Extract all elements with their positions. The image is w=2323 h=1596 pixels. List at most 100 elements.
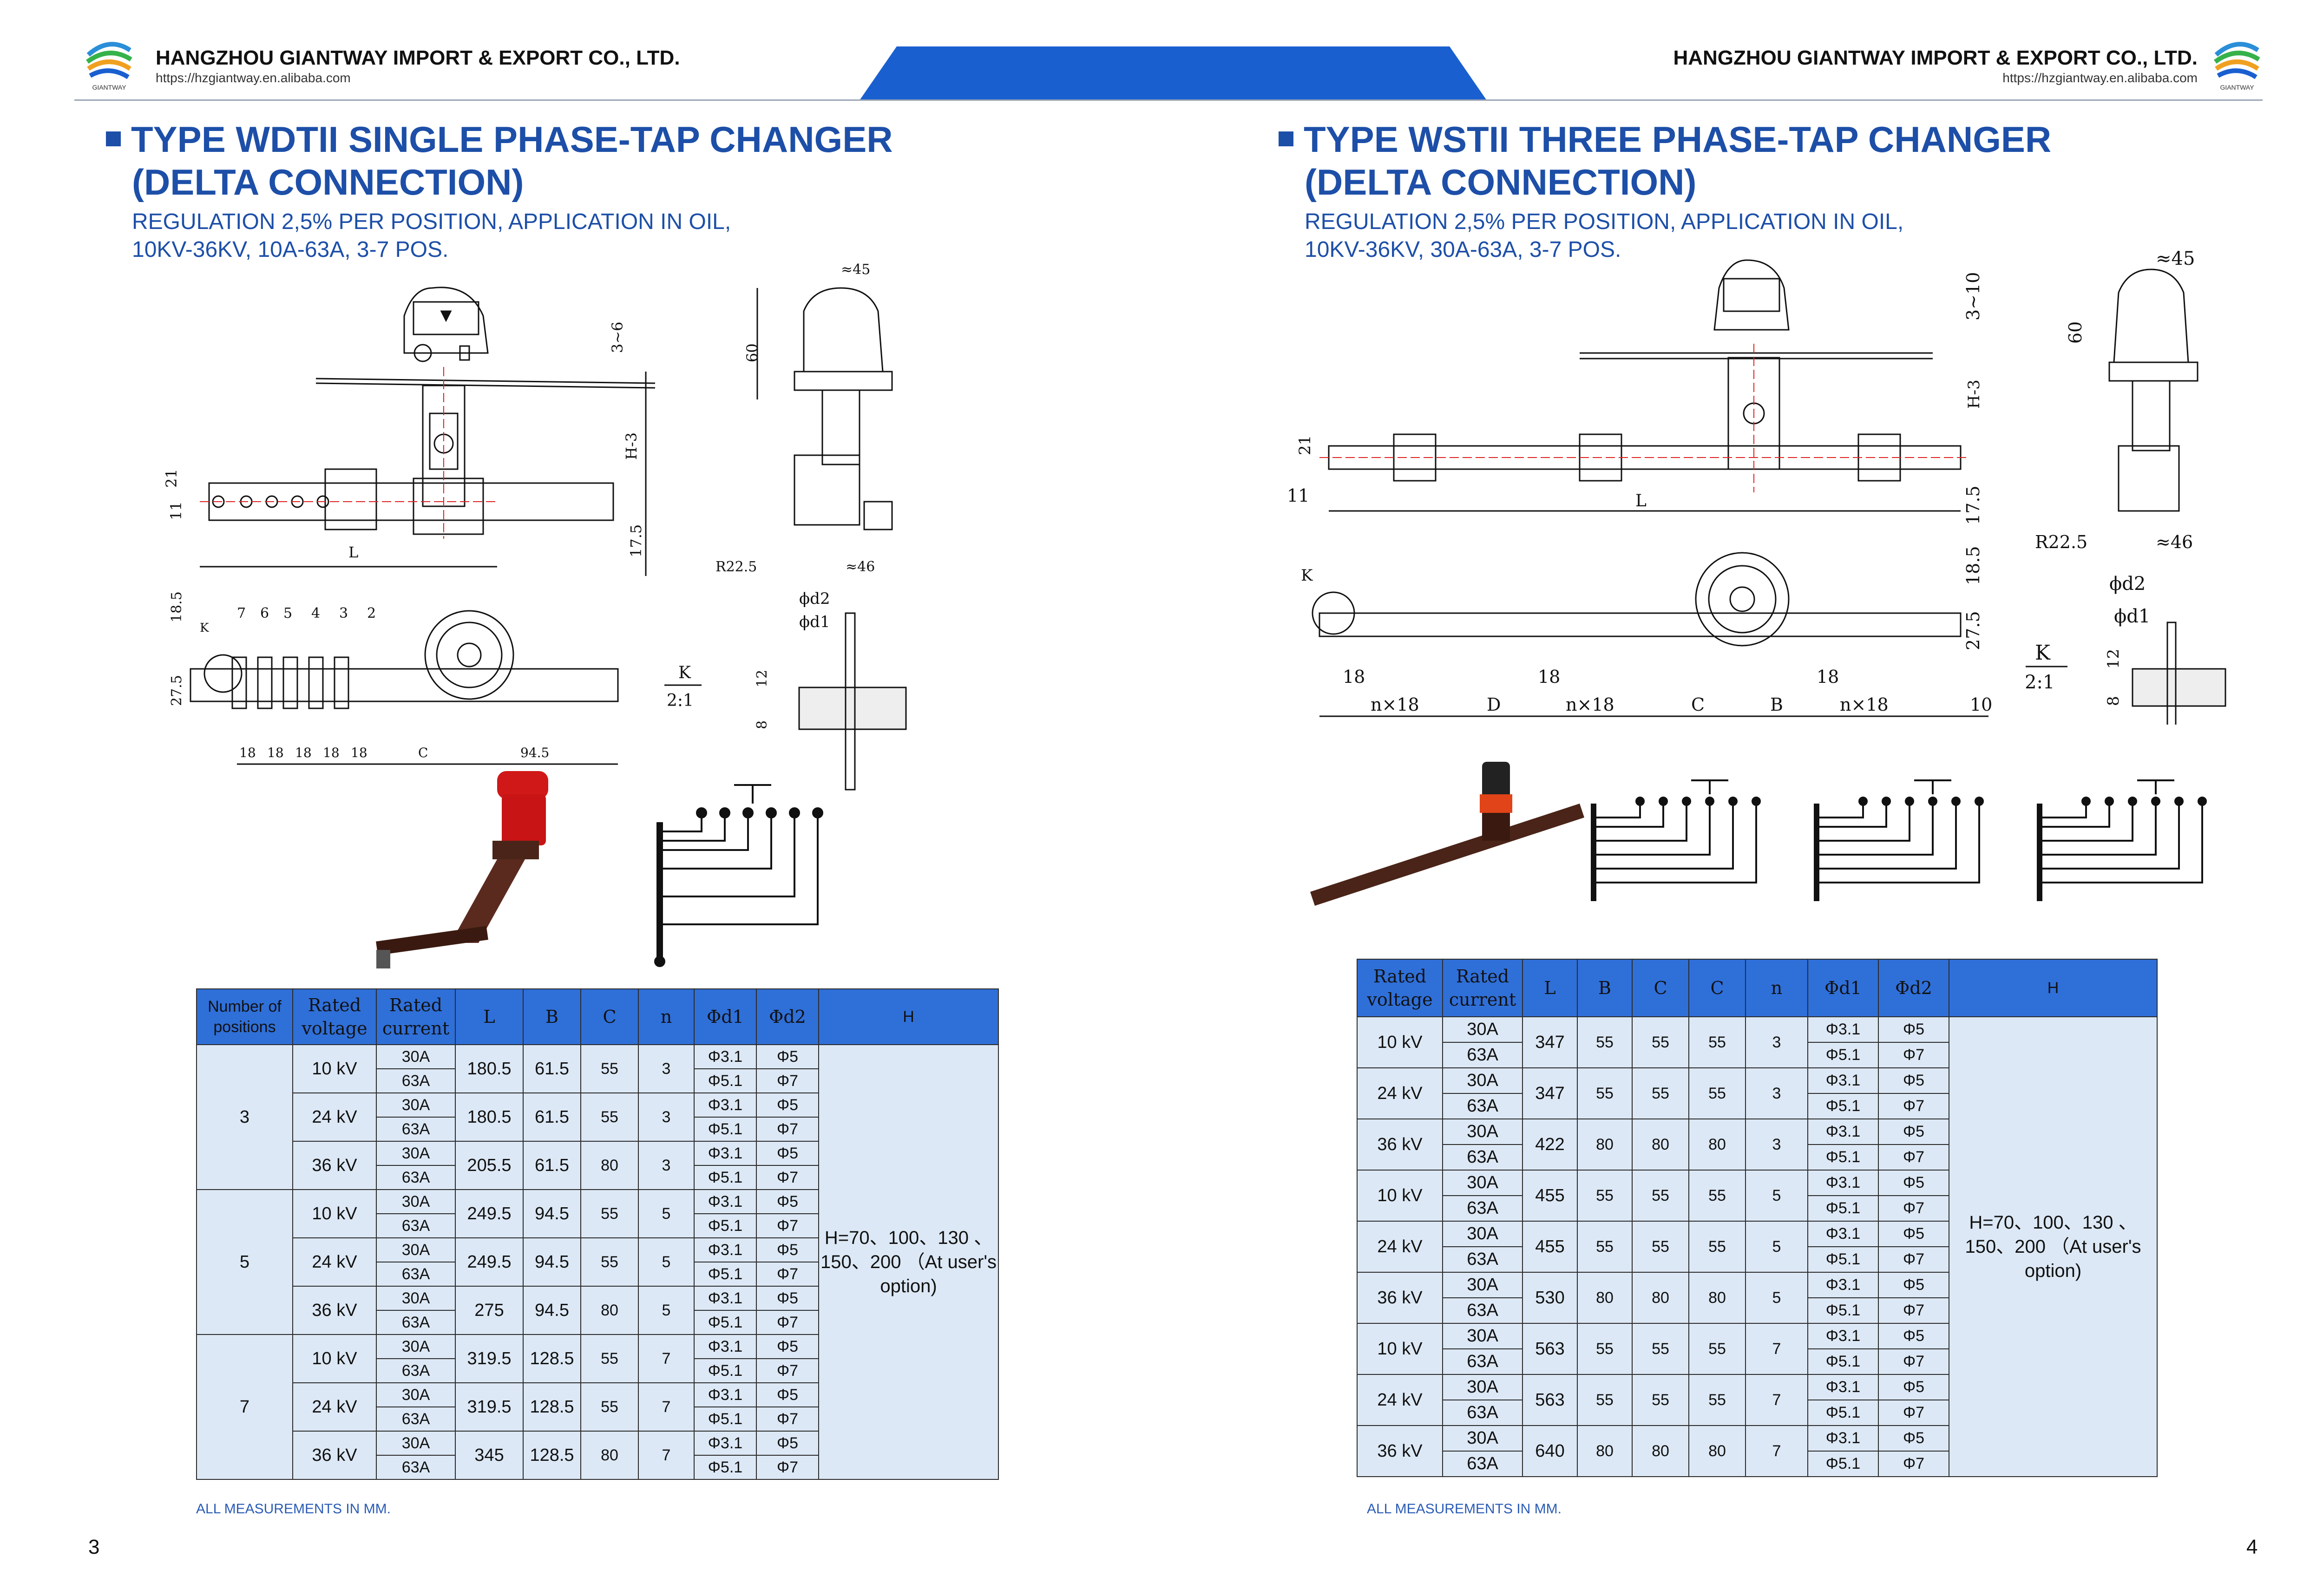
col-H: H bbox=[1949, 959, 2158, 1017]
cell-current: 63A bbox=[376, 1213, 456, 1238]
cell-d1: Φ3.1 bbox=[694, 1189, 757, 1214]
cell-n: 3 bbox=[1745, 1016, 1808, 1068]
cell-L: 205.5 bbox=[455, 1141, 524, 1190]
cell-d2: Φ7 bbox=[756, 1406, 819, 1432]
dim-n18-2: n×18 bbox=[1566, 694, 1614, 715]
company-url-left[interactable]: https://hzgiantway.en.alibaba.com bbox=[156, 71, 351, 85]
dim-phi-d2: ϕd2 bbox=[799, 589, 830, 608]
cell-d1: Φ5.1 bbox=[1807, 1144, 1879, 1171]
position-6: 6 bbox=[260, 605, 269, 621]
cell-d2: Φ7 bbox=[1878, 1246, 1949, 1273]
cell-d2: Φ7 bbox=[756, 1262, 819, 1287]
header-divider bbox=[74, 99, 2263, 101]
dim-21: 21 bbox=[163, 469, 180, 488]
cell-current: 30A bbox=[1442, 1170, 1523, 1196]
dim-27-5: 27.5 bbox=[1963, 611, 1983, 650]
cell-d2: Φ5 bbox=[756, 1092, 819, 1118]
dim-45: ≈45 bbox=[841, 262, 870, 278]
cell-C1: 80 bbox=[1632, 1425, 1689, 1477]
cell-n: 5 bbox=[638, 1286, 695, 1335]
dim-L: L bbox=[348, 543, 358, 561]
cell-d1: Φ3.1 bbox=[694, 1382, 757, 1407]
cell-voltage: 10 kV bbox=[292, 1334, 377, 1383]
cell-current: 30A bbox=[1442, 1119, 1523, 1145]
cell-current: 30A bbox=[1442, 1272, 1523, 1298]
col-voltage: Rated voltage bbox=[1357, 959, 1443, 1017]
col-current: Rated current bbox=[1442, 959, 1523, 1017]
dim-18-5: 18.5 bbox=[169, 591, 185, 622]
cell-positions: 7 bbox=[196, 1334, 293, 1480]
cell-voltage: 36 kV bbox=[292, 1431, 377, 1480]
cell-d1: Φ3.1 bbox=[1807, 1323, 1879, 1349]
col-C2: C bbox=[1688, 959, 1746, 1017]
cell-L: 180.5 bbox=[455, 1092, 524, 1142]
cell-n: 3 bbox=[1745, 1067, 1808, 1119]
dim-L: L bbox=[1635, 491, 1647, 510]
header-banner bbox=[860, 46, 1487, 100]
cell-d2: Φ5 bbox=[756, 1044, 819, 1069]
company-name-right: HANGZHOU GIANTWAY IMPORT & EXPORT CO., L… bbox=[1673, 46, 2198, 69]
col-n: n bbox=[1745, 959, 1808, 1017]
dim-C: C bbox=[1691, 694, 1705, 715]
cell-C: 55 bbox=[580, 1092, 639, 1142]
cell-voltage: 10 kV bbox=[1357, 1170, 1443, 1222]
pitch-18-2: 18 bbox=[267, 745, 284, 760]
cell-current: 30A bbox=[1442, 1221, 1523, 1247]
cell-current: 30A bbox=[376, 1286, 456, 1311]
cell-B: 80 bbox=[1577, 1425, 1633, 1477]
cell-d1: Φ5.1 bbox=[1807, 1195, 1879, 1222]
cell-voltage: 24 kV bbox=[292, 1092, 377, 1142]
cell-d1: Φ3.1 bbox=[1807, 1170, 1879, 1196]
cell-d1: Φ3.1 bbox=[694, 1237, 757, 1262]
cell-d2: Φ7 bbox=[1878, 1348, 1949, 1375]
cell-d1: Φ5.1 bbox=[694, 1262, 757, 1287]
right-subtitle-2: 10KV-36KV, 30A-63A, 3-7 POS. bbox=[1305, 237, 1621, 262]
right-technical-drawing: L 3~10 H-3 21 11 17.5 ≈45 60 R22.5 ≈46 K… bbox=[1287, 251, 2226, 725]
col-C1: C bbox=[1632, 959, 1689, 1017]
cell-current: 63A bbox=[376, 1455, 456, 1480]
dim-phi-d1: ϕd1 bbox=[799, 613, 830, 631]
cell-current: 30A bbox=[376, 1092, 456, 1118]
dim-8: 8 bbox=[754, 720, 770, 729]
cell-B: 55 bbox=[1577, 1374, 1633, 1426]
cell-d1: Φ5.1 bbox=[1807, 1348, 1879, 1375]
cell-d2: Φ5 bbox=[1878, 1119, 1949, 1145]
cell-voltage: 36 kV bbox=[1357, 1425, 1443, 1477]
cell-d1: Φ3.1 bbox=[1807, 1374, 1879, 1400]
cell-current: 30A bbox=[1442, 1374, 1523, 1400]
col-d2: Φd2 bbox=[1878, 959, 1949, 1017]
dim-45: ≈45 bbox=[2156, 251, 2195, 269]
cell-current: 63A bbox=[1442, 1451, 1523, 1477]
detail-scale: 2:1 bbox=[667, 691, 694, 710]
cell-d2: Φ5 bbox=[756, 1286, 819, 1311]
left-wiring-diagram bbox=[654, 784, 823, 967]
cell-B: 128.5 bbox=[523, 1334, 581, 1383]
pitch-18-4: 18 bbox=[323, 745, 340, 760]
cell-d1: Φ5.1 bbox=[1807, 1246, 1879, 1273]
cell-C: 55 bbox=[580, 1044, 639, 1093]
cell-voltage: 24 kV bbox=[1357, 1221, 1443, 1273]
dim-D: D bbox=[1487, 694, 1501, 715]
right-product-image bbox=[1310, 762, 1584, 906]
cell-B: 61.5 bbox=[523, 1044, 581, 1093]
cell-d2: Φ5 bbox=[756, 1334, 819, 1359]
company-url-right[interactable]: https://hzgiantway.en.alibaba.com bbox=[2002, 71, 2198, 85]
cell-C2: 80 bbox=[1688, 1272, 1746, 1324]
cell-B: 128.5 bbox=[523, 1382, 581, 1432]
detail-K: K bbox=[2035, 641, 2051, 665]
cell-d2: Φ7 bbox=[756, 1117, 819, 1142]
cell-d1: Φ5.1 bbox=[694, 1358, 757, 1383]
col-current: Rated current bbox=[376, 988, 456, 1045]
cell-d1: Φ5.1 bbox=[694, 1068, 757, 1093]
cell-B: 61.5 bbox=[523, 1141, 581, 1190]
cell-n: 5 bbox=[1745, 1272, 1808, 1324]
